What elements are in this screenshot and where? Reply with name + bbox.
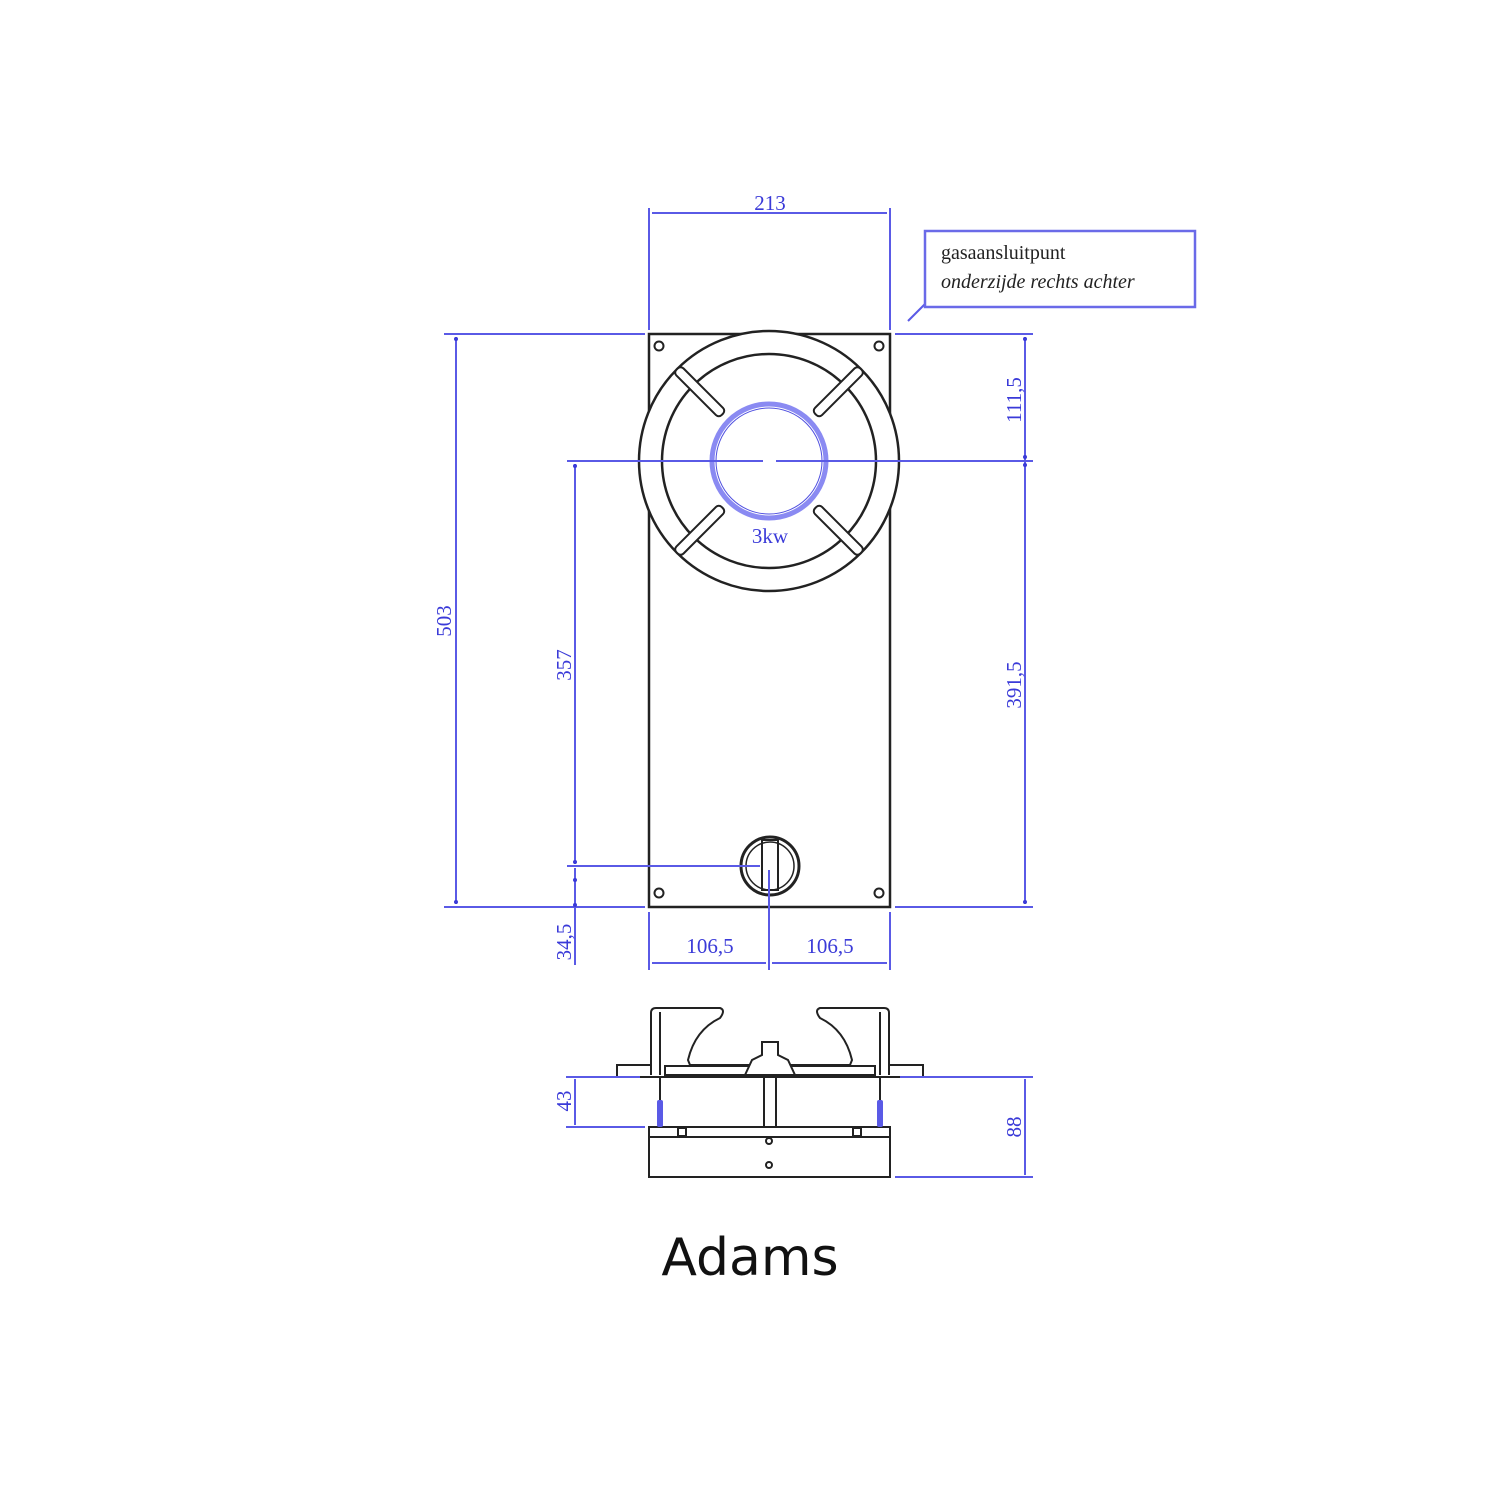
screw-icon (873, 887, 885, 899)
top-view: 3kw (637, 329, 901, 909)
pan-support-arms (674, 366, 864, 556)
dimension-lines (444, 208, 1033, 970)
side-view (616, 1007, 924, 1178)
gas-connection-note: gasaansluitpunt onderzijde rechts achter (923, 229, 1197, 309)
screw-icon (653, 340, 665, 352)
width-dimension-label: 213 (754, 191, 786, 215)
knob-left-dimension-label: 106,5 (686, 934, 733, 958)
burner-power-label: 3kw (752, 524, 789, 548)
knob-right-dimension-label: 106,5 (806, 934, 853, 958)
knob-offset-dimension-label: 34,5 (552, 924, 576, 961)
dimension-ticks (454, 337, 1027, 907)
depth-dimension-label: 503 (432, 605, 456, 637)
burner-to-knob-dimension-label: 357 (552, 649, 576, 681)
below-worktop-dimension-label: 43 (552, 1091, 576, 1112)
screw-icon (653, 887, 665, 899)
screw-icon (873, 340, 885, 352)
note-line-2: onderzijde rechts achter (941, 271, 1135, 293)
side-view-bolts (657, 1100, 883, 1127)
side-dimension-lines (566, 1076, 1033, 1178)
total-height-dimension-label: 88 (1002, 1117, 1026, 1138)
product-name: Adams (661, 1228, 839, 1288)
burner-from-top-dimension-label: 111,5 (1002, 377, 1026, 423)
burner-to-bottom-dimension-label: 391,5 (1002, 661, 1026, 708)
note-line-1: gasaansluitpunt (941, 242, 1066, 264)
